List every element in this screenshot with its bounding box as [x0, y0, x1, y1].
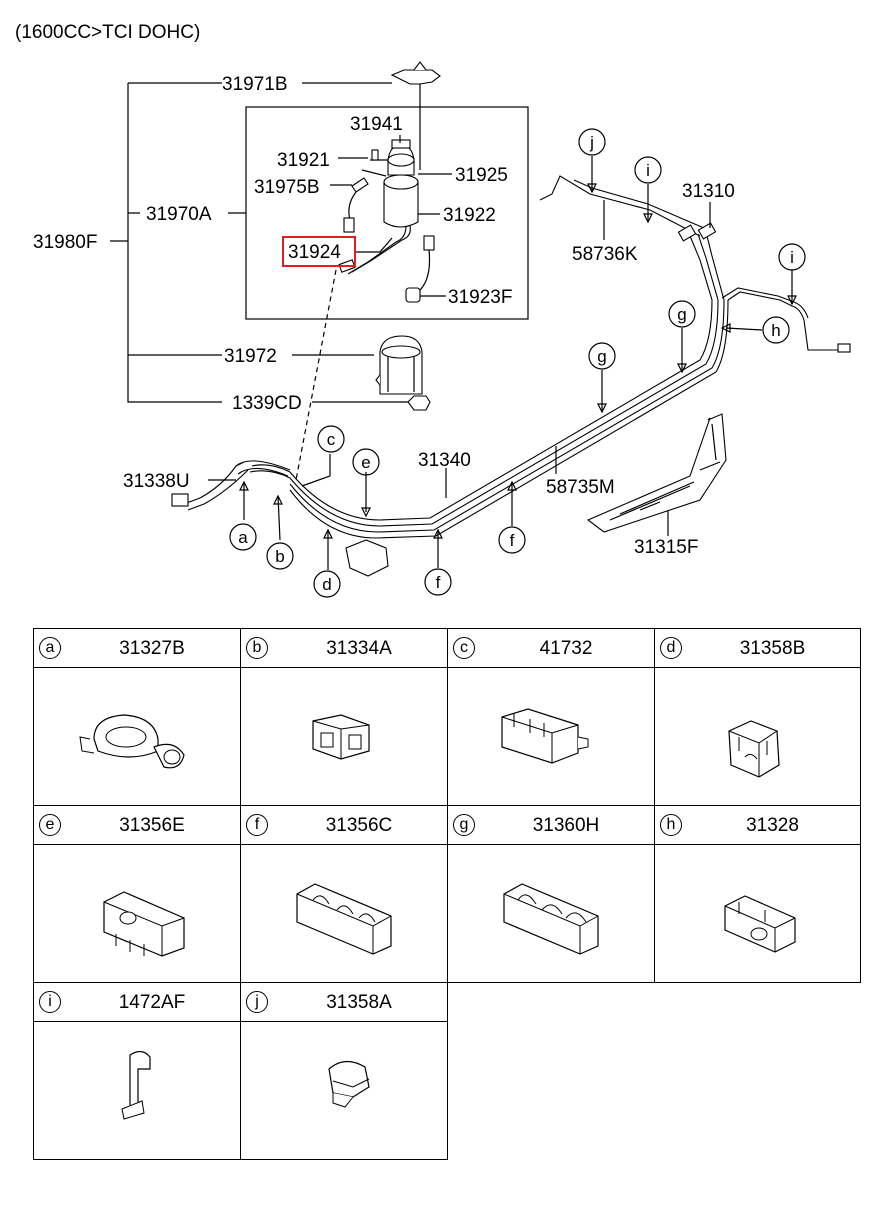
callout-d: d — [322, 575, 331, 594]
label-31975B: 31975B — [254, 177, 320, 198]
table-cell-e: e 31356E — [33, 805, 241, 983]
callout-h: h — [771, 321, 780, 340]
clip-illustration-c — [501, 708, 589, 764]
filter-callout-lines — [330, 135, 452, 297]
cell-header: i 1472AF — [34, 983, 240, 1022]
part-number: 31334A — [326, 638, 392, 659]
clip-illustration-b — [312, 714, 370, 760]
letter-badge: b — [246, 637, 268, 659]
table-cell-h: h 31328 — [654, 805, 861, 983]
callout-a: a — [238, 528, 248, 547]
heat-protector-31315F — [586, 413, 727, 533]
letter-badge: g — [453, 814, 475, 836]
letter-badge: c — [453, 637, 475, 659]
callout-f-upper: f — [510, 531, 515, 550]
table-cell-j: j 31358A — [240, 982, 448, 1160]
letter-badge: h — [660, 814, 682, 836]
letter-badge: d — [660, 637, 682, 659]
label-31970A: 31970A — [146, 204, 212, 225]
letter-callouts: a b c d e f f g g h i i j — [229, 128, 806, 598]
letter-badge: f — [246, 814, 268, 836]
table-cell-a: a 31327B — [33, 628, 241, 806]
callout-g-lower: g — [597, 347, 606, 366]
table-cell-i: i 1472AF — [33, 982, 241, 1160]
filter-assembly-box — [245, 106, 529, 320]
assembly-bracket-lines — [110, 82, 408, 403]
part-number: 31358A — [326, 992, 392, 1013]
label-31972: 31972 — [224, 346, 277, 367]
cell-header: j 31358A — [241, 983, 447, 1022]
part-number: 31356C — [325, 815, 393, 836]
table-cell-b: b 31334A — [240, 628, 448, 806]
cell-header: b 31334A — [241, 629, 447, 668]
part-number: 41732 — [539, 638, 593, 659]
label-31925: 31925 — [455, 165, 508, 186]
callout-c: c — [327, 430, 336, 449]
label-58735M: 58735M — [546, 477, 615, 498]
label-31924: 31924 — [288, 242, 341, 263]
filter-bracket-31972 — [375, 335, 431, 411]
part-number: 31327B — [119, 638, 185, 659]
label-31338U: 31338U — [123, 471, 190, 492]
label-31923F: 31923F — [448, 287, 512, 308]
letter-badge: e — [39, 814, 61, 836]
letter-badge: i — [39, 991, 61, 1013]
part-number: 31356E — [119, 815, 185, 836]
label-1339CD: 1339CD — [232, 393, 302, 414]
callout-i-left: i — [646, 161, 650, 180]
callout-g-upper: g — [677, 305, 686, 324]
letter-badge: j — [246, 991, 268, 1013]
label-31980F: 31980F — [33, 232, 97, 253]
clip-illustration-a — [79, 714, 185, 769]
cell-header: e 31356E — [34, 806, 240, 845]
label-31310: 31310 — [682, 181, 735, 202]
callout-j: j — [589, 133, 594, 152]
table-cell-d: d 31358B — [654, 628, 861, 806]
cell-header: a 31327B — [34, 629, 240, 668]
pipe-callout-lines — [208, 156, 797, 570]
pipe-junction-block — [345, 539, 389, 577]
cell-header: c 41732 — [448, 629, 654, 668]
part-number: 31358B — [739, 638, 806, 659]
clip-illustration-i — [121, 1050, 151, 1120]
label-31922: 31922 — [443, 205, 496, 226]
engine-spec-title: (1600CC>TCI DOHC) — [15, 22, 200, 43]
label-31971B: 31971B — [222, 74, 288, 95]
label-31941: 31941 — [350, 114, 403, 135]
part-number: 31360H — [532, 815, 600, 836]
clip-illustration-e — [103, 891, 185, 957]
cell-header: h 31328 — [655, 806, 860, 845]
label-31315F: 31315F — [634, 537, 698, 558]
connector-31338U — [171, 493, 189, 507]
clip-illustration-f — [296, 883, 392, 955]
label-31340: 31340 — [418, 450, 471, 471]
clip-illustration-j — [328, 1060, 370, 1108]
callout-b: b — [275, 547, 284, 566]
clip-illustration-h — [724, 895, 796, 953]
table-cell-f: f 31356C — [240, 805, 448, 983]
callout-i-right: i — [790, 248, 794, 267]
part-number: 1472AF — [118, 992, 186, 1013]
fuel-pipe-bundle — [171, 175, 851, 577]
letter-badge: a — [39, 637, 61, 659]
label-31921: 31921 — [277, 150, 330, 171]
table-cell-g: g 31360H — [447, 805, 655, 983]
clip-illustration-g — [503, 883, 599, 955]
cell-header: d 31358B — [655, 629, 860, 668]
part-number: 31328 — [746, 815, 799, 836]
cell-header: g 31360H — [448, 806, 654, 845]
mounting-bracket-31971B — [390, 61, 441, 170]
clip-illustration-d — [728, 720, 780, 778]
callout-e: e — [361, 453, 370, 472]
fuel-filter-part — [338, 139, 435, 303]
highlight-31924-box — [282, 236, 356, 267]
callout-f-lower: f — [436, 573, 441, 592]
table-cell-c: c 41732 — [447, 628, 655, 806]
cell-header: f 31356C — [241, 806, 447, 845]
exploded-fuel-line-diagram: (1600CC>TCI DOHC) — [15, 22, 851, 598]
label-58736K: 58736K — [572, 244, 638, 265]
